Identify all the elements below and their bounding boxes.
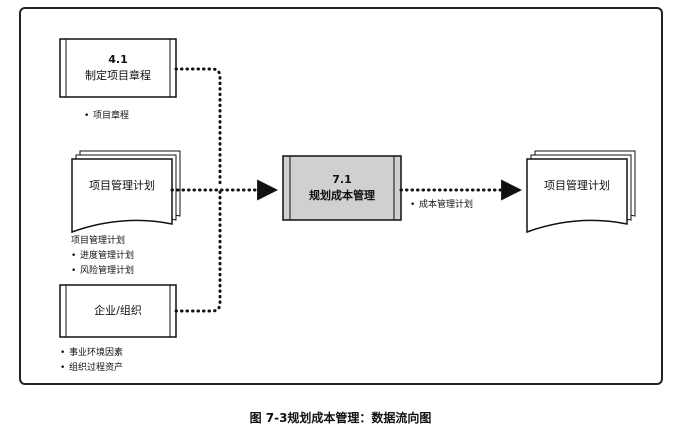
connector-4-1-to-7-1 xyxy=(174,67,222,188)
process-number: 7.1 xyxy=(332,173,352,186)
plan-doc-label: 项目管理计划 xyxy=(89,179,155,192)
process-name: 制定项目章程 xyxy=(85,69,151,82)
diagram-frame xyxy=(19,7,663,385)
plan-doc-note: 项目管理计划 •进度管理计划 •风险管理计划 xyxy=(71,234,134,279)
connector-enterprise-to-7-1 xyxy=(174,188,222,313)
document-project-management-plan xyxy=(71,150,181,234)
process-box-7-1 xyxy=(282,155,402,221)
output-doc-label: 项目管理计划 xyxy=(544,179,610,192)
process-4-1-label: 4.1 制定项目章程 xyxy=(66,52,170,84)
enterprise-items: •事业环境因素 •组织过程资产 xyxy=(60,346,123,376)
list-item: •风险管理计划 xyxy=(71,266,135,276)
process-name: 规划成本管理 xyxy=(309,189,375,202)
note-title: 项目管理计划 xyxy=(71,236,126,246)
list-item: •成本管理计划 xyxy=(410,200,474,210)
process-number: 4.1 xyxy=(108,53,128,66)
enterprise-box xyxy=(59,284,177,338)
figure-caption: 图 7-3规划成本管理：数据流向图 xyxy=(249,411,432,425)
list-item: •进度管理计划 xyxy=(71,251,135,261)
list-item: •组织过程资产 xyxy=(60,363,124,373)
process-4-1-outputs: •项目章程 xyxy=(84,109,129,124)
process-7-1-label: 7.1 规划成本管理 xyxy=(290,172,394,204)
list-item: •事业环境因素 xyxy=(60,348,124,358)
process-box-4-1 xyxy=(59,38,177,98)
list-item: •项目章程 xyxy=(84,111,130,121)
document-output-plan xyxy=(526,150,636,234)
process-7-1-outputs: •成本管理计划 xyxy=(410,198,473,213)
enterprise-label: 企业/组织 xyxy=(94,304,142,317)
